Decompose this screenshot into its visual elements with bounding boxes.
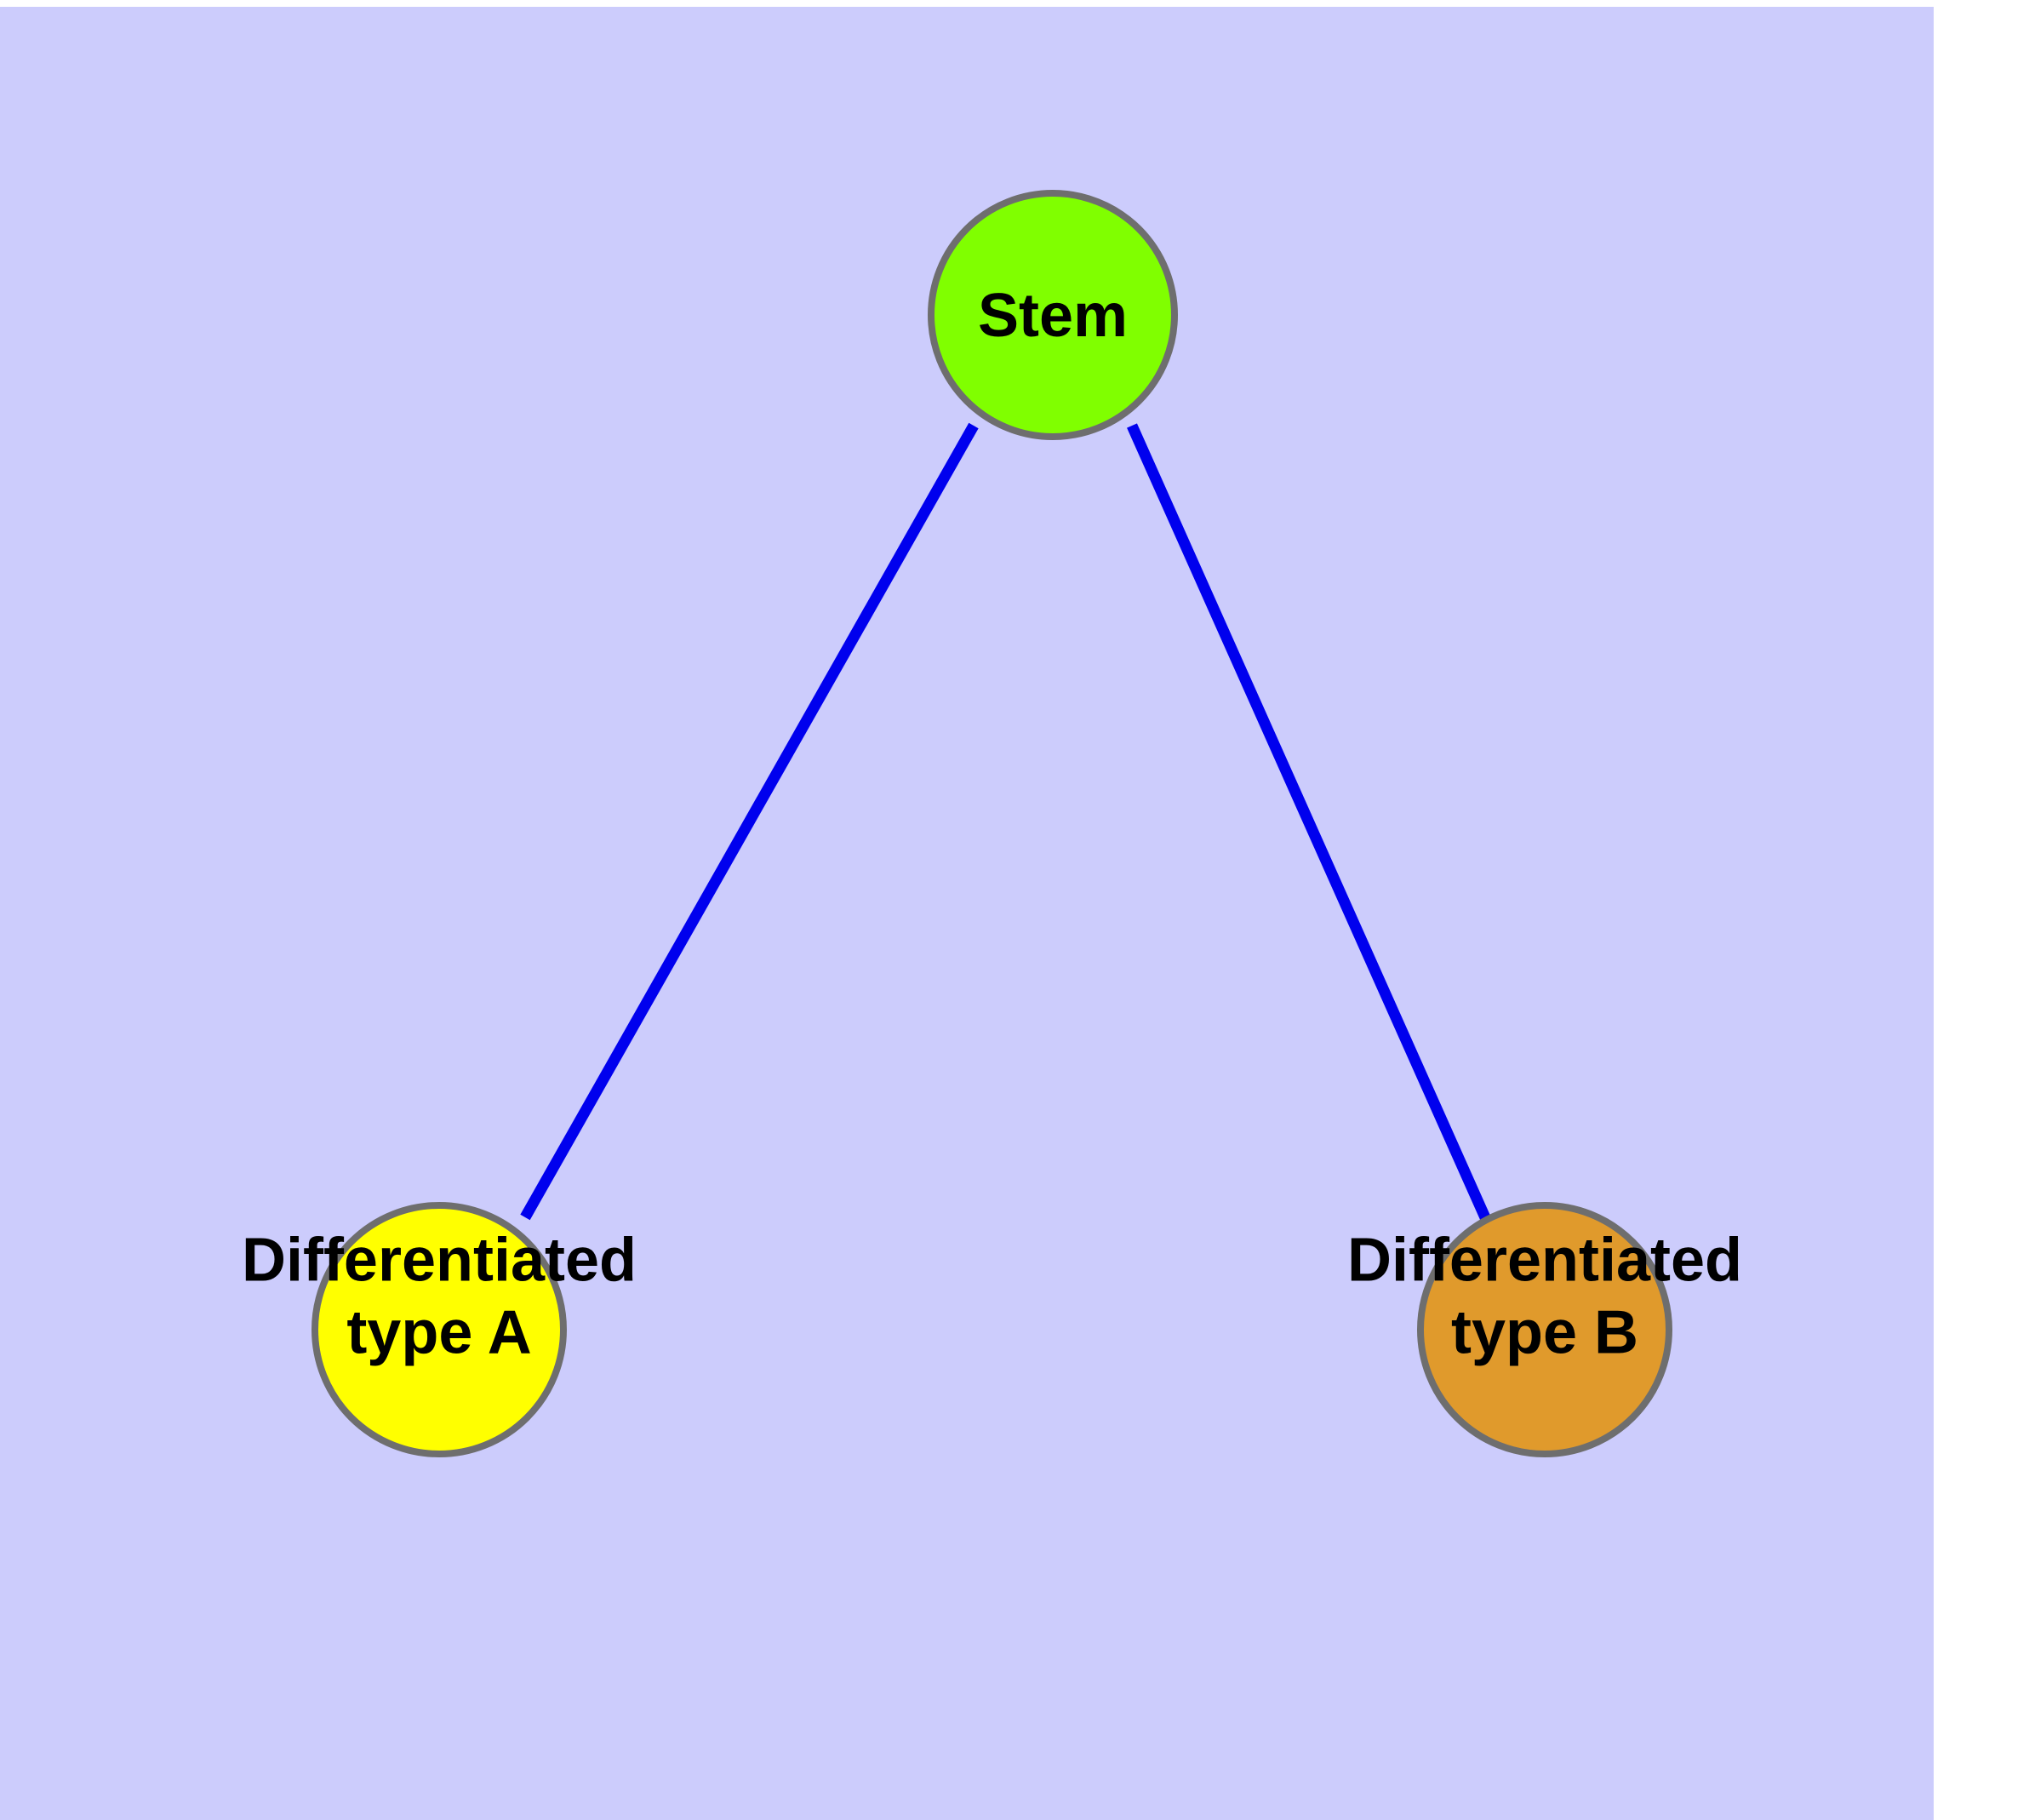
edge-stem-to-diff-a[interactable] xyxy=(520,422,979,1221)
edge-layer xyxy=(520,422,1493,1226)
node-diff-b-circle[interactable] xyxy=(1417,1202,1672,1457)
node-stem-label: Stem xyxy=(978,282,1128,350)
node-stem-circle[interactable] xyxy=(928,190,1178,440)
edge-stem-to-diff-b[interactable] xyxy=(1127,423,1493,1226)
node-diff-a-circle[interactable] xyxy=(311,1202,567,1457)
node-stem[interactable]: Stem xyxy=(928,190,1178,440)
